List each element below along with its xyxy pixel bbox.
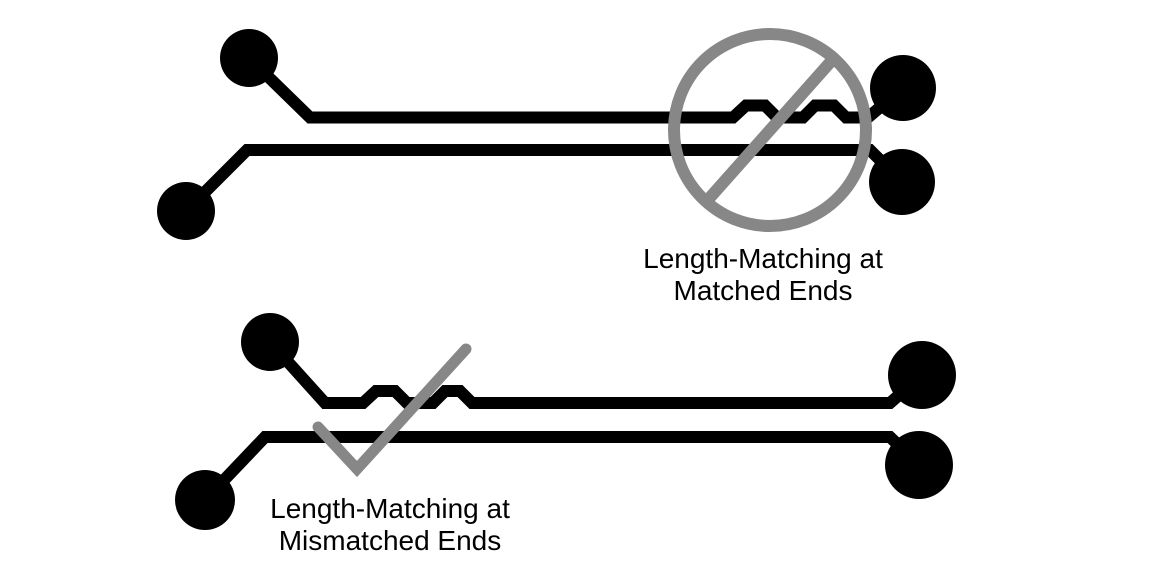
prohibition-ring	[668, 28, 872, 232]
diagram-mismatched-ends: Length-Matching at Mismatched Ends	[175, 313, 956, 556]
pad-bottom-right	[885, 431, 953, 499]
bottom-trace	[200, 431, 924, 505]
pad-bottom-right	[869, 149, 935, 215]
pad-top-left	[241, 313, 299, 371]
checkmark-stroke	[312, 343, 472, 478]
caption-matched-line1: Length-Matching at	[643, 243, 883, 274]
pad-top-right	[888, 341, 956, 409]
prohibition-icon	[668, 28, 872, 232]
prohibition-slash	[701, 54, 839, 206]
bottom-trace	[181, 144, 907, 216]
top-trace-with-serpentine	[265, 337, 926, 409]
checkmark-icon	[312, 343, 472, 478]
caption-mismatched-line1: Length-Matching at	[270, 493, 510, 524]
top-trace-with-serpentine	[244, 53, 907, 124]
pad-top-left	[220, 29, 278, 87]
caption-matched-line2: Matched Ends	[674, 275, 853, 306]
pad-bottom-left	[157, 182, 215, 240]
caption-mismatched-line2: Mismatched Ends	[279, 525, 502, 556]
pad-bottom-left	[175, 470, 235, 530]
diagram-matched-ends: Length-Matching at Matched Ends	[157, 28, 936, 306]
pad-top-right	[870, 55, 936, 121]
